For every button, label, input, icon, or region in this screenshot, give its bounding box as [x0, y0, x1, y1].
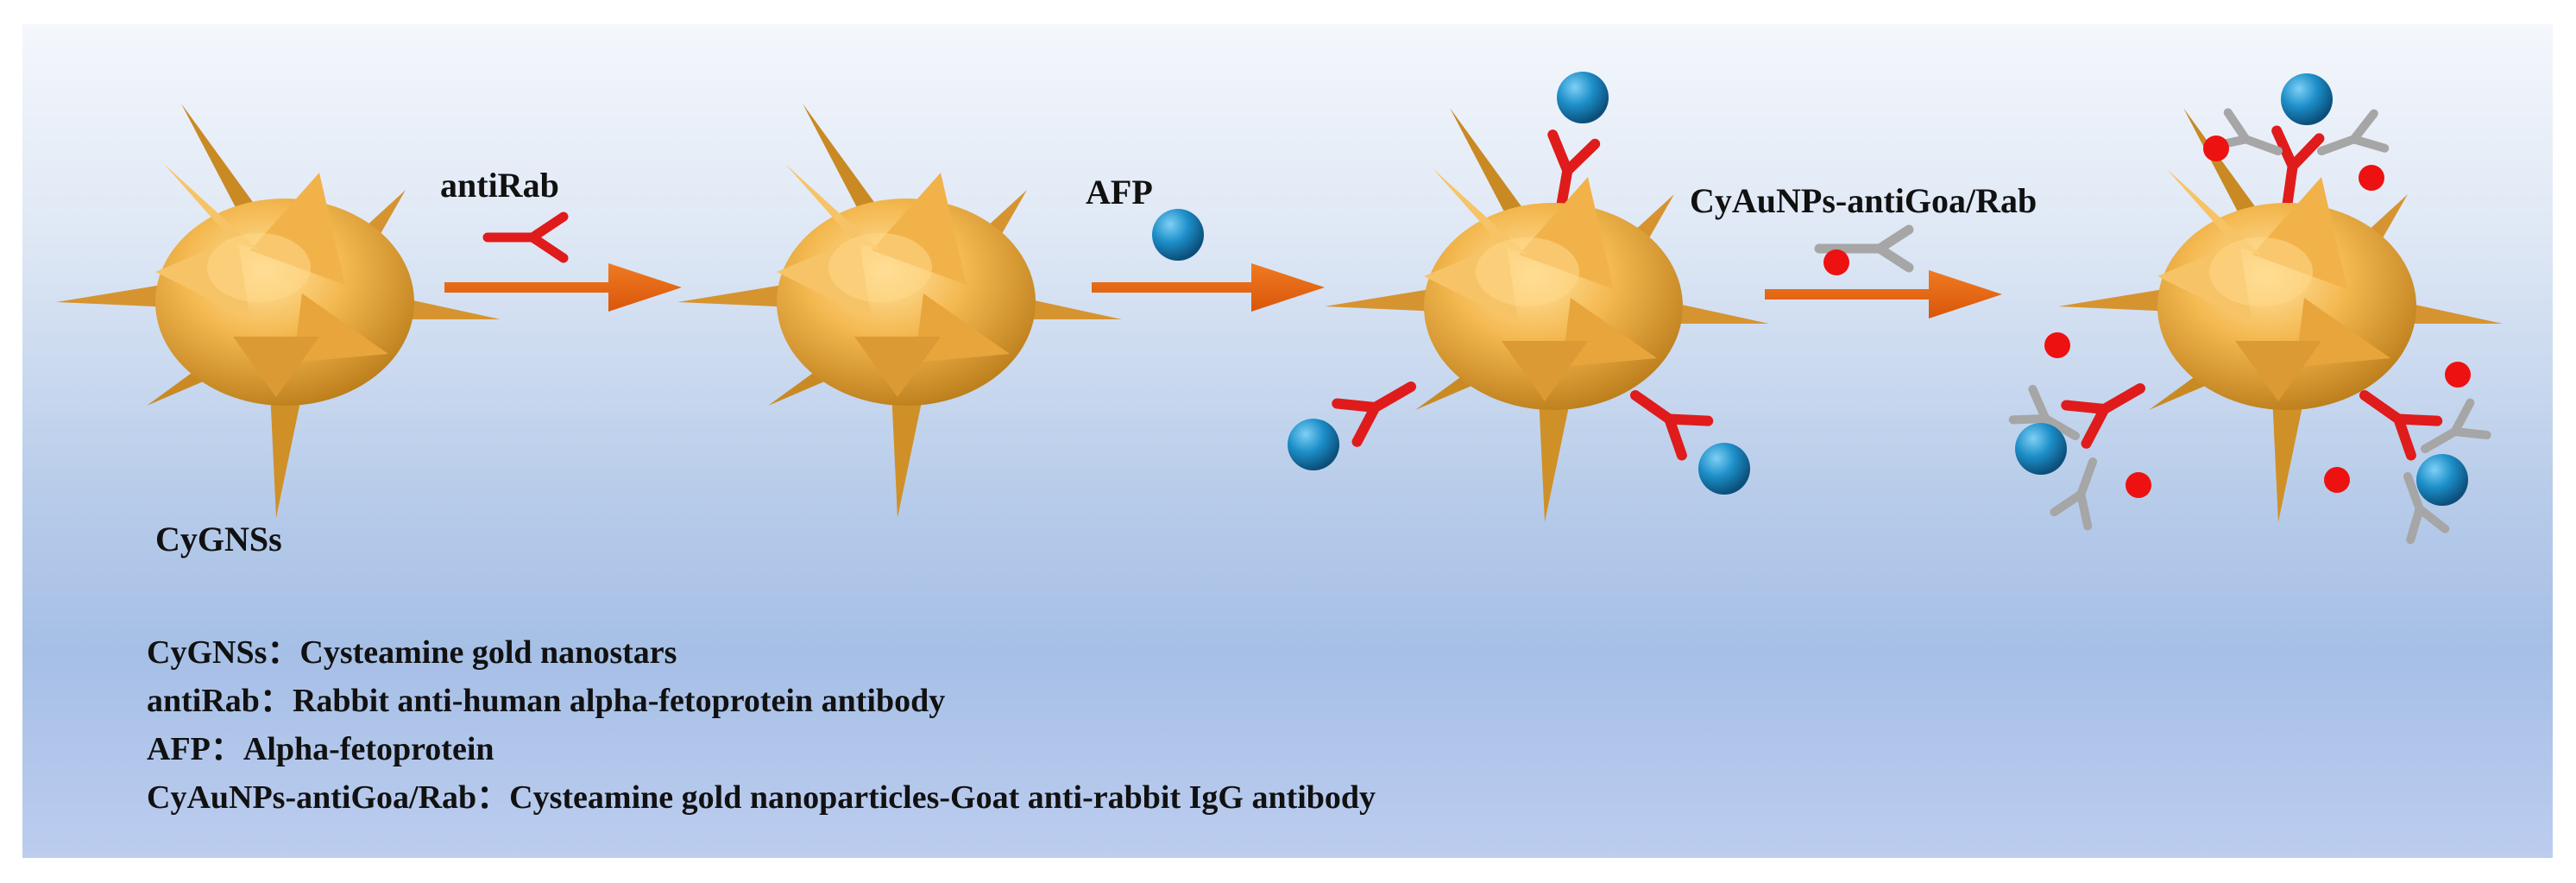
- legend-item: AFP：Alpha-fetoprotein: [147, 725, 1376, 773]
- legend-term: AFP: [147, 725, 211, 773]
- antibody-icon: [2416, 403, 2488, 465]
- legend-definition: Cysteamine gold nanostars: [299, 634, 677, 671]
- nanostar-icon: [56, 104, 501, 518]
- legend-item: antiRab：Rabbit anti-human alpha-fetoprot…: [147, 677, 1376, 725]
- gold-nanoparticle-icon: [2445, 362, 2471, 388]
- arrow-label-3: CyAuNPs-antiGoa/Rab: [1690, 181, 2037, 220]
- gold-nanoparticle-icon: [2044, 332, 2070, 358]
- node-label-step1: CyGNSs: [155, 520, 282, 558]
- antibody-icon: [2315, 114, 2386, 169]
- antigen-sphere-icon: [1288, 419, 1339, 470]
- arrow-2: [1092, 263, 1325, 312]
- antigen-sphere-icon: [1557, 72, 1609, 123]
- gold-nanoparticle-icon: [1823, 249, 1849, 275]
- antibody-icon: [488, 217, 564, 258]
- antigen-sphere-icon: [2416, 454, 2468, 506]
- antigen-sphere-icon: [2015, 423, 2067, 475]
- legend: CyGNSs：Cysteamine gold nanostars antiRab…: [147, 628, 1376, 822]
- gold-nanoparticle-icon: [2126, 472, 2151, 498]
- arrow-3: [1765, 270, 2002, 319]
- arrow-1: [444, 263, 682, 312]
- nanostar-icon: [677, 104, 1122, 518]
- legend-item: CyGNSs：Cysteamine gold nanostars: [147, 628, 1376, 677]
- legend-separator: ：: [260, 683, 293, 719]
- antibody-icon: [1336, 367, 1421, 441]
- legend-term: antiRab: [147, 677, 260, 725]
- legend-term: CyGNSs: [147, 628, 267, 677]
- legend-separator: ：: [476, 779, 509, 816]
- gold-nanoparticle-icon: [2203, 136, 2229, 161]
- antigen-sphere-icon: [2281, 73, 2333, 125]
- antibody-icon: [2054, 455, 2109, 526]
- legend-definition: Rabbit anti-human alpha-fetoprotein anti…: [293, 683, 945, 719]
- legend-separator: ：: [211, 731, 243, 767]
- legend-item: CyAuNPs-antiGoa/Rab：Cysteamine gold nano…: [147, 773, 1376, 822]
- legend-separator: ：: [267, 634, 299, 671]
- arrow-label-2: AFP: [1086, 173, 1153, 211]
- legend-definition: Alpha-fetoprotein: [243, 731, 494, 767]
- arrow-label-1: antiRab: [440, 166, 559, 205]
- antibody-icon: [1622, 378, 1708, 456]
- antigen-sphere-icon: [1152, 209, 1204, 261]
- antigen-sphere-icon: [1698, 443, 1750, 495]
- gold-nanoparticle-icon: [2359, 165, 2384, 191]
- legend-term: CyAuNPs-antiGoa/Rab: [147, 773, 476, 822]
- gold-nanoparticle-icon: [2324, 467, 2350, 493]
- legend-definition: Cysteamine gold nanoparticles-Goat anti-…: [509, 779, 1376, 816]
